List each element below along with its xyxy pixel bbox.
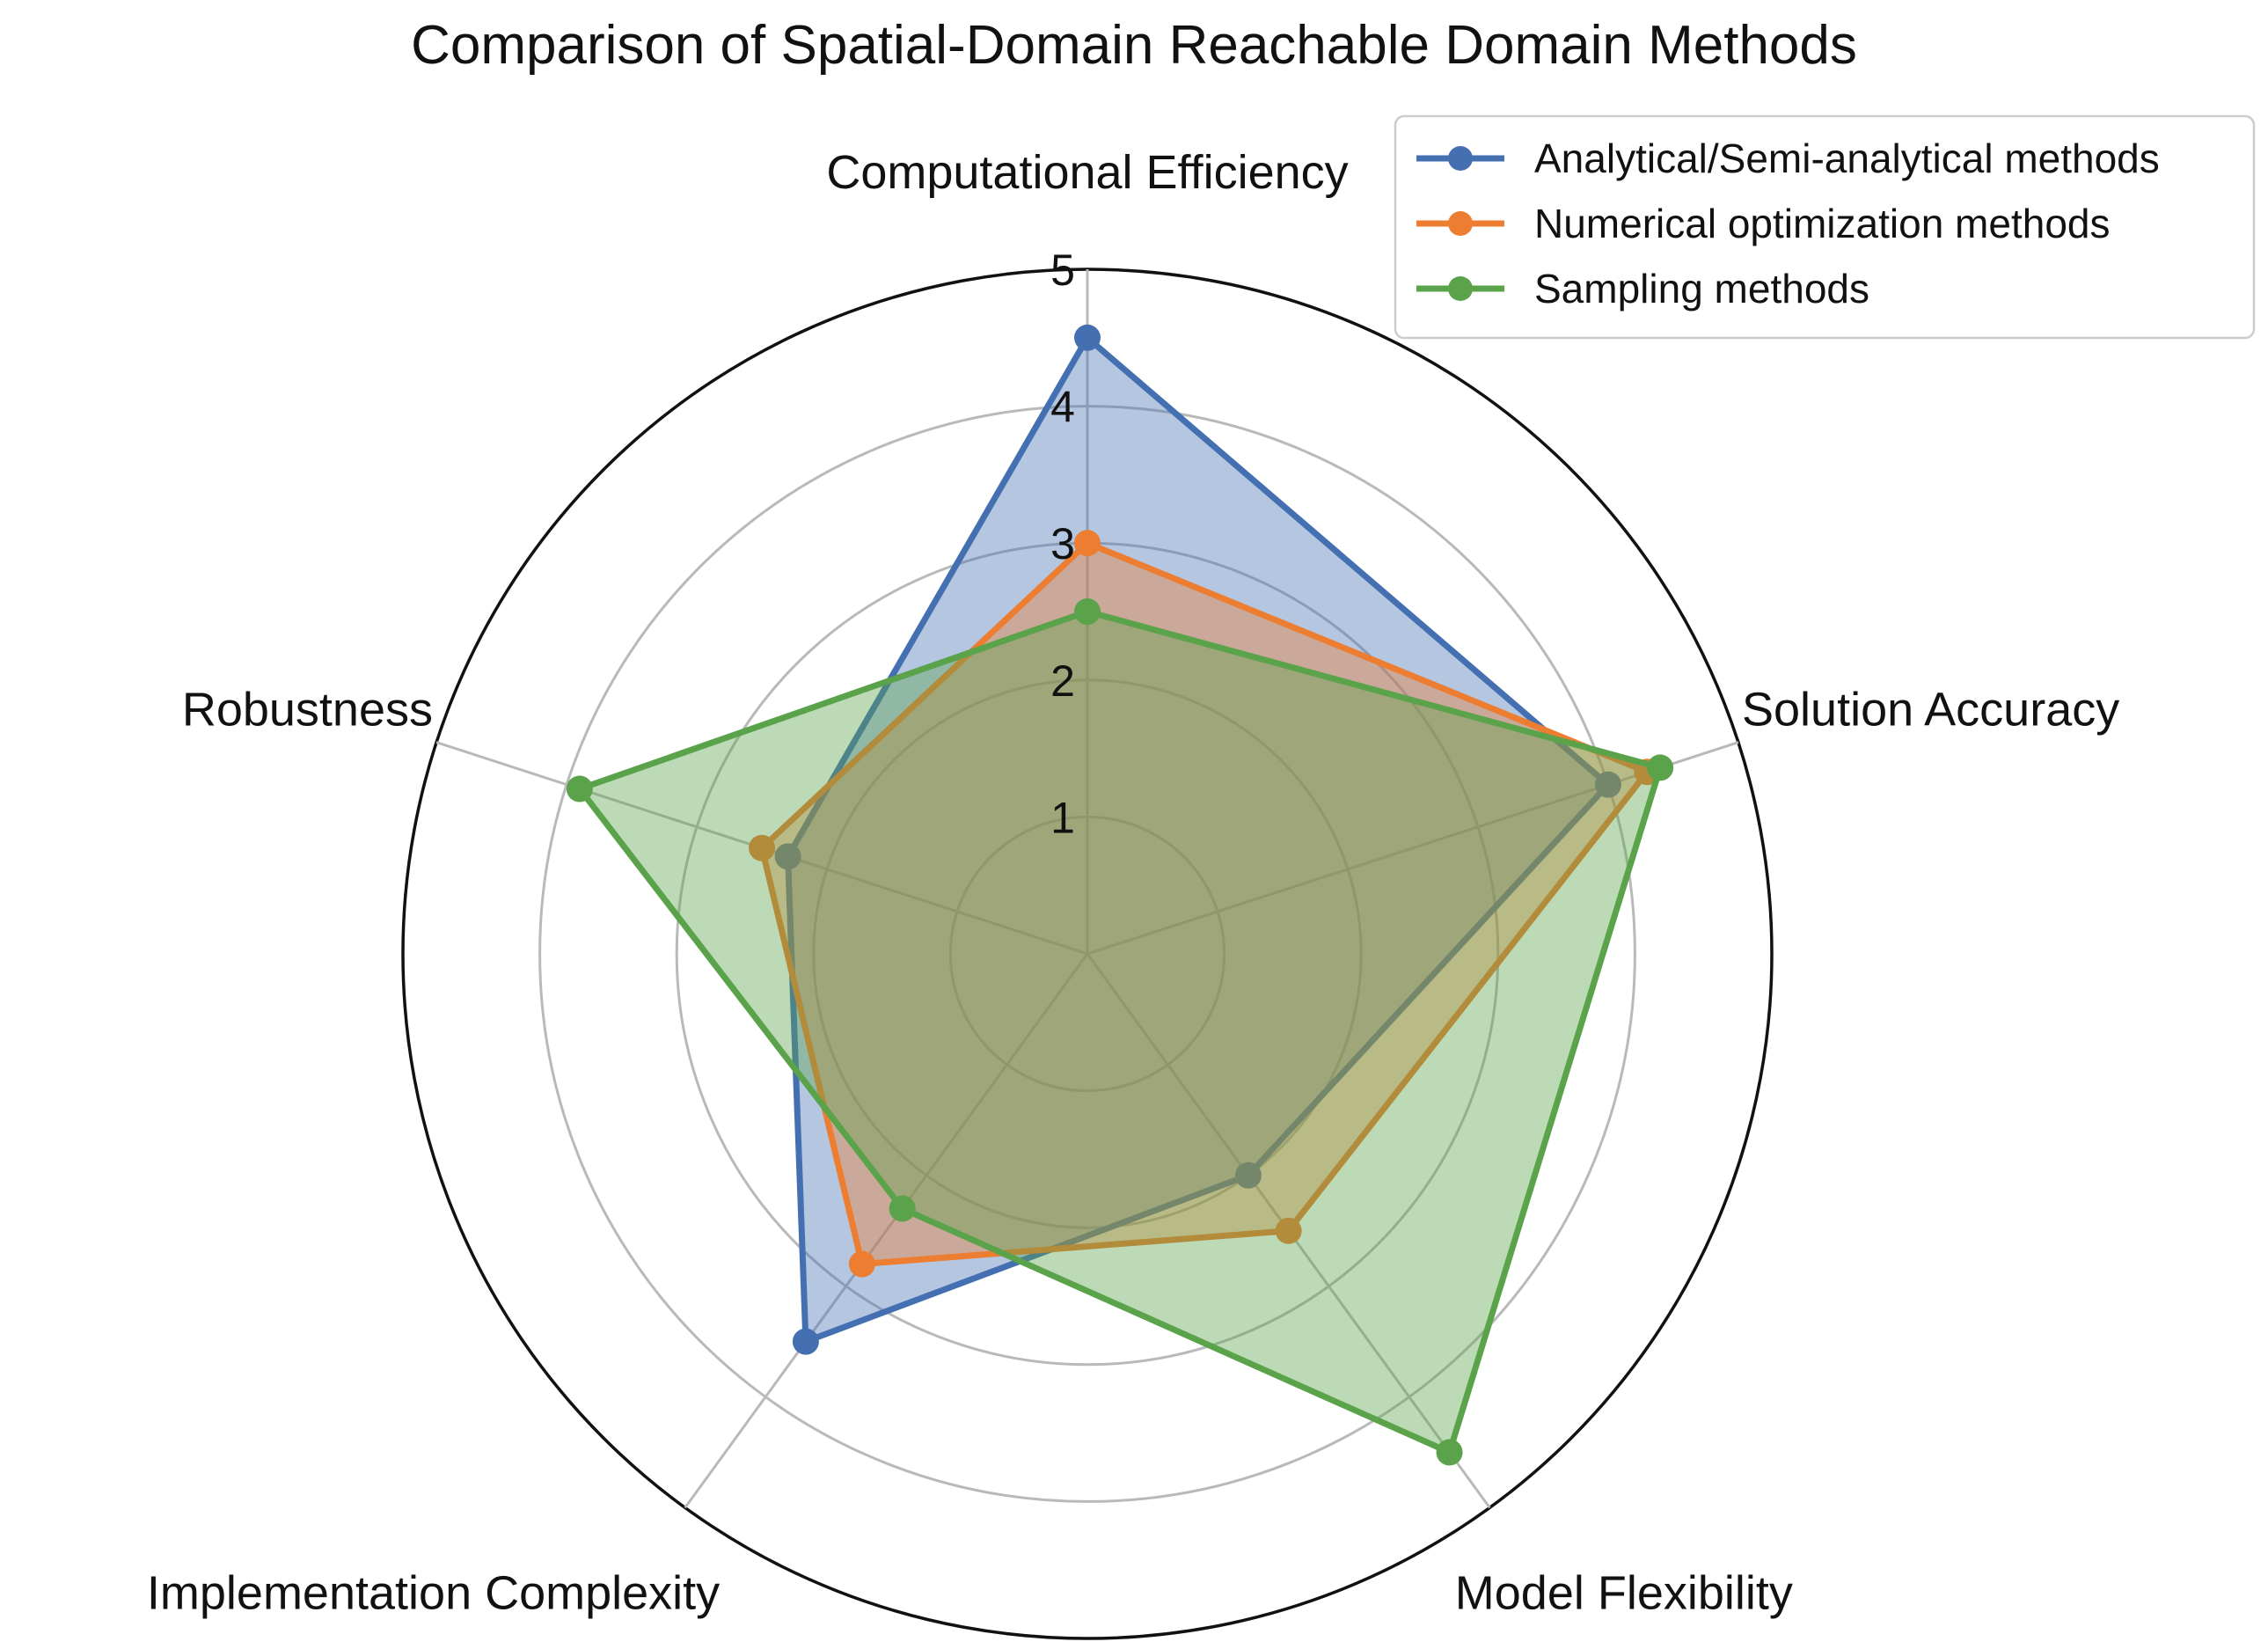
series-point — [1275, 1217, 1302, 1244]
series-area — [762, 543, 1648, 1264]
series-point — [1436, 1439, 1463, 1466]
series-line — [758, 539, 1650, 1267]
spoke — [684, 953, 1089, 1509]
axis-label: Implementation Complexity — [147, 1567, 720, 1620]
series-3 — [566, 598, 1674, 1466]
legend-marker — [1448, 146, 1473, 171]
axis-label: Model Flexibility — [1455, 1567, 1793, 1620]
series-2 — [749, 530, 1661, 1278]
series-point — [749, 834, 776, 861]
series-point — [1074, 530, 1101, 557]
tick-label: 3 — [1050, 519, 1075, 568]
series-line — [785, 334, 1612, 1345]
tick-label: 5 — [1050, 246, 1075, 295]
series-point — [1074, 598, 1101, 625]
tick-label: 1 — [1050, 793, 1075, 842]
series-point — [566, 775, 593, 803]
legend-label: Sampling methods — [1534, 266, 1869, 311]
legend-item: Sampling methods — [1416, 266, 1869, 311]
series-area — [579, 612, 1661, 1453]
chart-title: Comparison of Spatial-Domain Reachable D… — [411, 15, 1857, 76]
axis-label: Robustness — [182, 684, 433, 737]
series-point — [1074, 324, 1101, 351]
axis-label: Solution Accuracy — [1742, 684, 2119, 737]
spoke — [1086, 741, 1739, 956]
legend: Analytical/Semi-analytical methodsNumeri… — [1394, 114, 2256, 340]
legend-item: Analytical/Semi-analytical methods — [1416, 136, 2160, 181]
legend-marker — [1448, 211, 1473, 236]
series-point — [1647, 754, 1674, 781]
radar-series — [566, 324, 1674, 1466]
series-point — [1594, 771, 1621, 798]
legend-item: Numerical optimization methods — [1416, 201, 2111, 246]
legend-label: Analytical/Semi-analytical methods — [1534, 136, 2160, 181]
tick-label: 2 — [1050, 656, 1075, 706]
series-line — [576, 608, 1664, 1455]
series-area — [787, 337, 1608, 1342]
axis-label: Computational Efficiency — [826, 146, 1348, 199]
series-point — [792, 1328, 819, 1355]
series-point — [774, 843, 801, 870]
series-point — [889, 1195, 916, 1222]
legend-box — [1394, 114, 2256, 340]
series-point — [848, 1250, 875, 1278]
tick-label: 4 — [1050, 383, 1075, 432]
legend-label: Numerical optimization methods — [1534, 201, 2111, 246]
series-point — [1234, 1162, 1262, 1189]
legend-marker — [1448, 276, 1473, 301]
series-1 — [774, 324, 1621, 1355]
radial-tick-labels: 1 2 3 4 5 — [1050, 246, 1075, 842]
